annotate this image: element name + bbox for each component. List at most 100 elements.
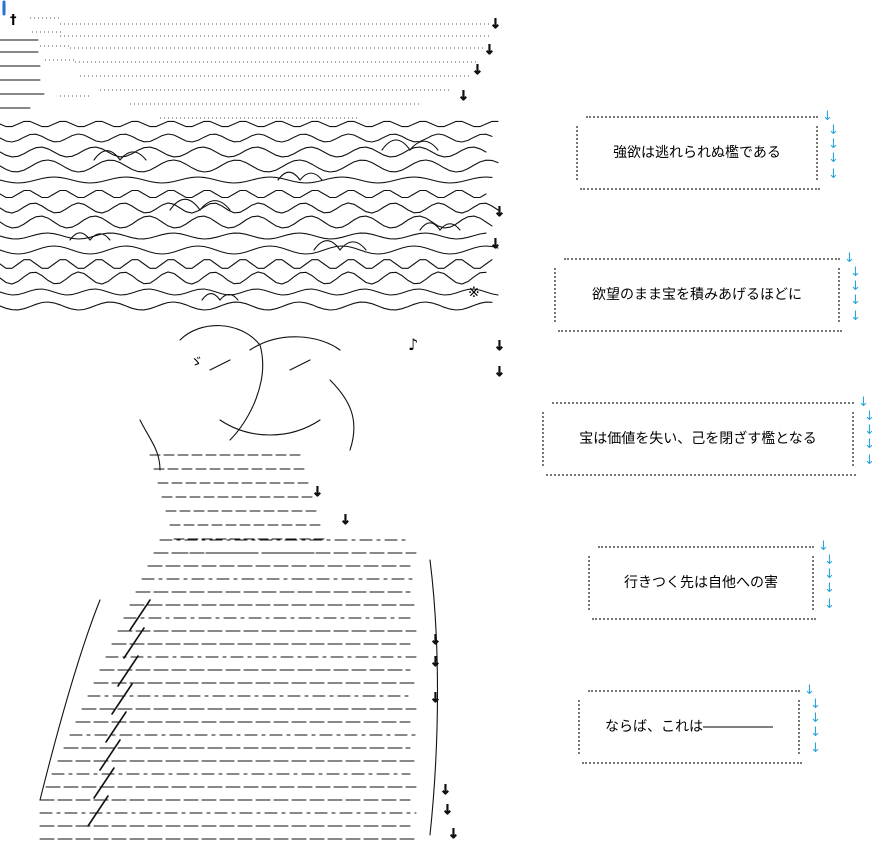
- return-arrow: ↓: [864, 423, 875, 438]
- caption-text: 行きつく先は自他への害: [624, 575, 778, 591]
- note-glyph: ♪: [408, 335, 419, 354]
- return-arrow: ↓: [810, 741, 821, 756]
- caption-left-border: [576, 126, 578, 180]
- figure-brow: [249, 336, 341, 351]
- wave-line: [0, 120, 499, 128]
- caption-box: 欲望のまま宝を積みあげるほどに↓↓↓↓↓: [552, 252, 861, 334]
- caption-right-border: [798, 700, 800, 754]
- caption-text: 宝は価値を失い、己を閉ざす檻となる: [579, 431, 817, 447]
- return-arrow: ↓: [484, 43, 495, 58]
- return-arrow: ↓: [490, 17, 501, 32]
- return-arrow: ↓: [448, 827, 459, 842]
- return-arrow: ↓: [850, 293, 861, 308]
- figure-hair-strand: [329, 379, 355, 451]
- figure-hair-strand: [139, 419, 161, 471]
- wave-line: [0, 202, 499, 214]
- return-arrow: ↓: [828, 151, 839, 166]
- return-arrow: ↓: [312, 485, 323, 500]
- caption-right-border: [852, 412, 854, 466]
- return-arrow: ↓: [430, 655, 441, 670]
- return-arrow: ↓: [494, 205, 505, 220]
- caption-box: 行きつく先は自他への害↓↓↓↓↓: [586, 540, 835, 622]
- return-arrow: ↓: [828, 137, 839, 152]
- wave-line: [0, 146, 487, 158]
- figure-head: [179, 325, 264, 441]
- return-arrow: ↓: [858, 395, 869, 410]
- dotted-sky: [30, 17, 490, 119]
- cloud-curl: [93, 150, 147, 161]
- wave-line: [0, 189, 487, 199]
- wave-line: [0, 271, 487, 285]
- return-arrow: ↓: [810, 697, 821, 712]
- caption-box: ならば、これは―――――↓↓↓↓↓: [576, 684, 821, 766]
- cloak-edge: [39, 599, 101, 801]
- caption-right-border: [816, 126, 818, 180]
- caption-left-border: [588, 556, 590, 610]
- caption-left-border: [554, 268, 556, 322]
- return-arrow: ↓: [458, 89, 469, 104]
- return-arrow: ↓: [430, 633, 441, 648]
- cloud-curl: [277, 171, 323, 181]
- caption-top-border: [586, 116, 818, 118]
- reference-mark-glyph: ※: [468, 285, 480, 301]
- cloak-fold: [87, 795, 109, 827]
- cloak-fold: [105, 711, 127, 743]
- wave-line: [0, 232, 487, 240]
- return-arrow: ↓: [824, 567, 835, 582]
- caption-top-border: [598, 546, 814, 548]
- caption-bottom-border: [558, 330, 842, 332]
- return-arrow: ↓: [864, 409, 875, 424]
- return-arrow: ↓: [810, 725, 821, 740]
- return-arrow: ↓: [824, 597, 835, 612]
- return-arrow: ↓: [850, 279, 861, 294]
- iteration-mark-glyph: ゞ: [190, 355, 204, 370]
- return-arrow: ↓: [818, 539, 829, 554]
- cloud-curl: [69, 232, 111, 241]
- return-arrow: ↓: [810, 711, 821, 726]
- figure-mouth: [219, 419, 321, 436]
- cloak-fold: [129, 599, 151, 631]
- return-arrow: ↓: [822, 109, 833, 124]
- cloak-fold: [99, 739, 121, 771]
- caption-bottom-border: [580, 188, 820, 190]
- wave-line: [0, 259, 493, 269]
- caption-top-border: [564, 258, 840, 260]
- caption-text: 強欲は逃れられぬ檻である: [613, 145, 781, 161]
- return-arrow: ↓: [844, 251, 855, 266]
- return-arrow: ↓: [864, 437, 875, 452]
- caption-bottom-border: [592, 618, 816, 620]
- caption-right-border: [812, 556, 814, 610]
- cloud-curl: [313, 240, 367, 251]
- return-arrow: ↓: [430, 691, 441, 706]
- wave-line: [0, 245, 499, 255]
- return-arrow: ↓: [828, 167, 839, 182]
- return-arrow: ↓: [494, 339, 505, 354]
- return-arrow: ↓: [472, 63, 483, 78]
- cloak-fold: [93, 767, 115, 799]
- return-arrow: ↓: [804, 683, 815, 698]
- wave-line: [0, 288, 499, 296]
- caption-left-border: [578, 700, 580, 754]
- caption-box: 強欲は逃れられぬ檻である↓↓↓↓↓: [574, 110, 839, 192]
- cloak-fold: [111, 683, 133, 715]
- cloak-fold: [123, 627, 145, 659]
- cloak-fold: [117, 655, 139, 687]
- wave-line: [0, 133, 493, 143]
- cloud-curl: [169, 198, 231, 211]
- figure-body: ↓↓↓↓↓↓↓↓↓↓↓↓↓↓↓↓: [0, 0, 505, 843]
- caption-top-border: [588, 690, 800, 692]
- cloak-edge: [429, 559, 439, 836]
- return-arrow: ↓: [490, 237, 501, 252]
- caption-bottom-border: [546, 474, 856, 476]
- figure-eyes: [209, 359, 311, 371]
- return-arrow: ↓: [824, 553, 835, 568]
- caption-text: 欲望のまま宝を積みあげるほどに: [592, 287, 802, 303]
- caption-top-border: [552, 402, 854, 404]
- caption-bottom-border: [582, 762, 802, 764]
- cloud-curl: [201, 293, 239, 301]
- wave-line: [0, 159, 499, 173]
- return-arrow: ↓: [340, 513, 351, 528]
- return-arrow: ↓: [828, 123, 839, 138]
